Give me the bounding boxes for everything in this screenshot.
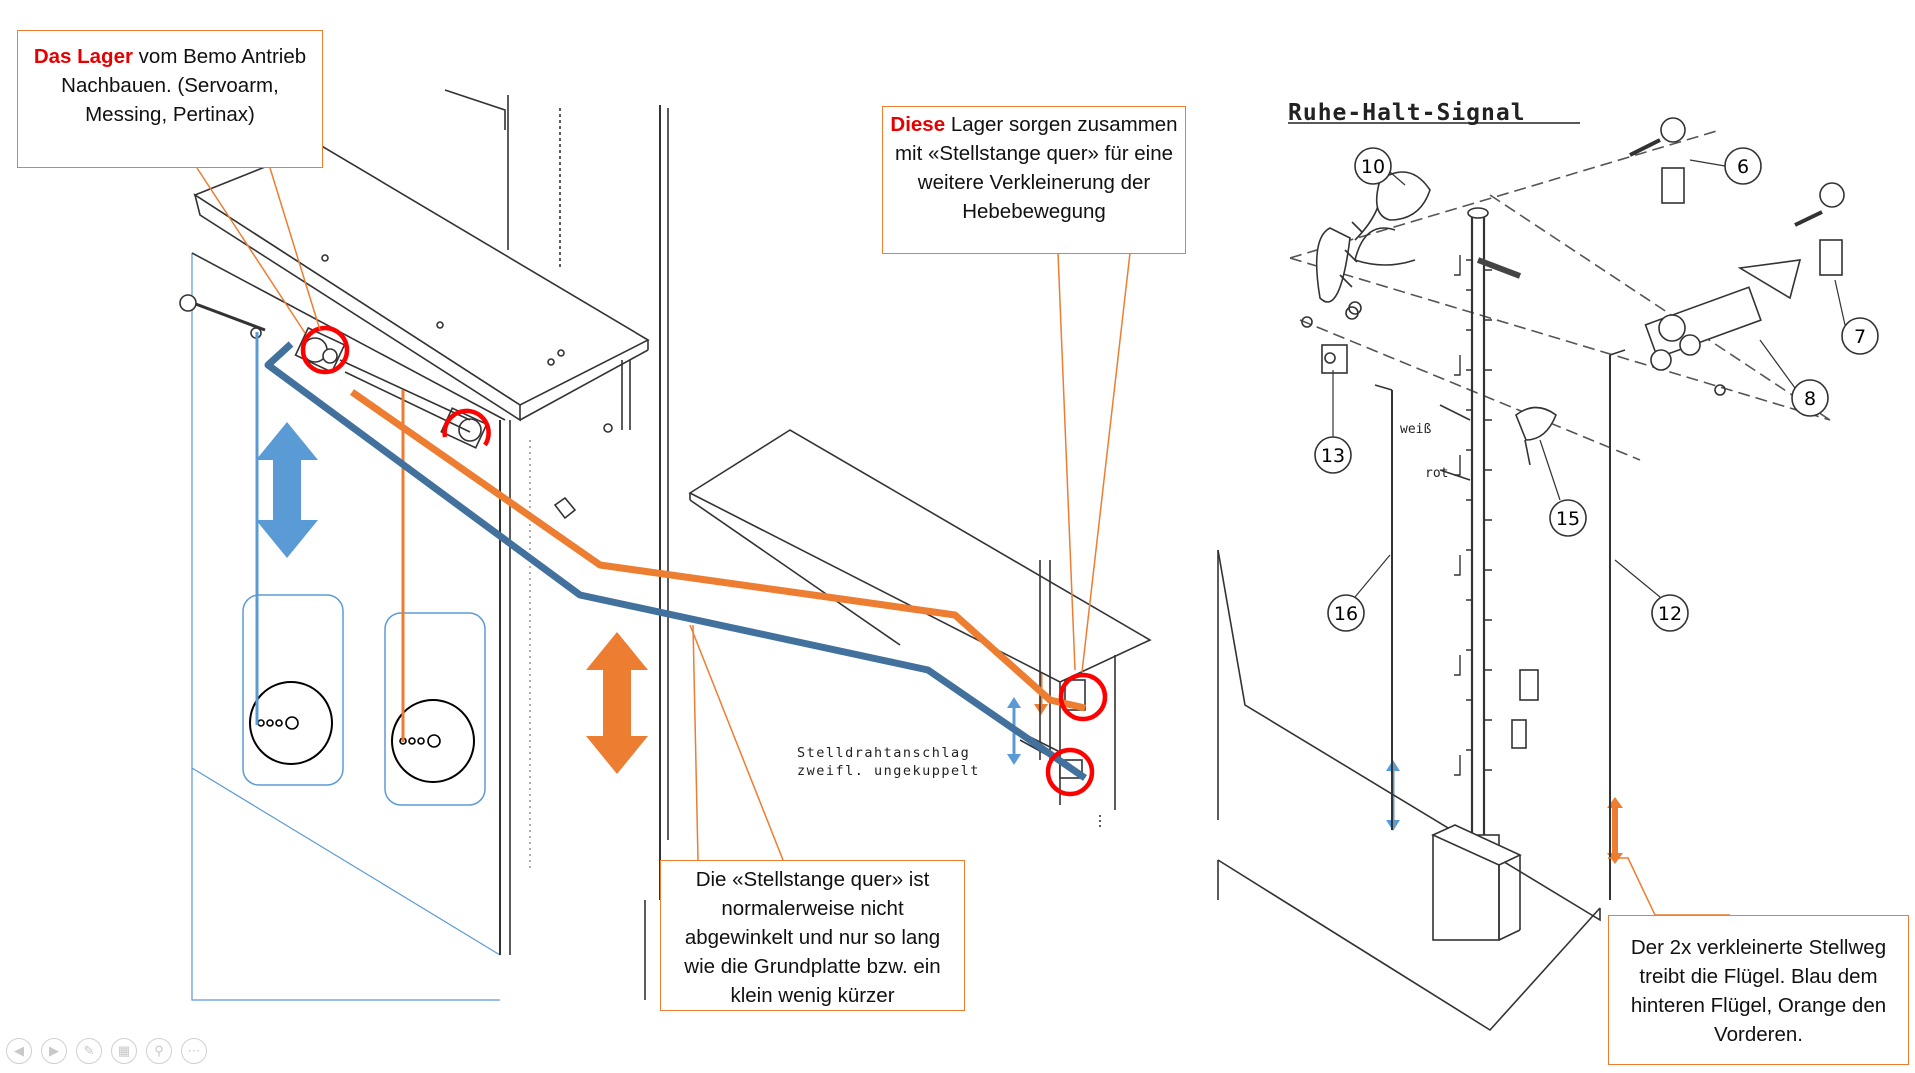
servo-outlines <box>242 594 486 806</box>
pen-icon[interactable]: ✎ <box>76 1038 102 1064</box>
movement-arrows <box>256 422 1623 864</box>
blue-double-arrow <box>256 422 318 558</box>
blue-rod <box>264 341 1087 781</box>
middle-drawing <box>688 429 1152 830</box>
zoom-icon[interactable]: ⚲ <box>146 1038 172 1064</box>
part-number-16: 16 <box>1334 603 1358 625</box>
callout-stellstange-text: Die «Stellstange quer» ist normalerweise… <box>684 868 941 1007</box>
next-icon[interactable]: ▶ <box>41 1038 67 1064</box>
callout-stellstange: Die «Stellstange quer» ist normalerweise… <box>660 860 965 1011</box>
part-number-12: 12 <box>1658 603 1682 625</box>
signal-title: Ruhe-Halt-Signal <box>1288 100 1526 126</box>
marker-bearing-1 <box>300 325 350 375</box>
servo-horn-left <box>249 681 333 765</box>
callout-stellweg: Der 2x verkleinerte Stellweg treibt die … <box>1608 915 1909 1065</box>
servo-horn-right <box>391 699 475 783</box>
part-number-6: 6 <box>1737 156 1749 178</box>
marker-bearing-4 <box>1045 747 1095 797</box>
callout-diese: Diese Lager sorgen zusammen mit «Stellst… <box>882 106 1186 254</box>
red-markers <box>300 325 1108 797</box>
part-number-10: 10 <box>1361 156 1385 178</box>
more-icon[interactable]: ⋯ <box>181 1038 207 1064</box>
part-number-7: 7 <box>1854 326 1866 348</box>
slides-icon[interactable]: ▦ <box>111 1038 137 1064</box>
slide-nav-bar: ◀ ▶ ✎ ▦ ⚲ ⋯ <box>6 1038 207 1064</box>
servo-right-outline <box>384 612 486 806</box>
callout-lager-text: vom Bemo Antrieb Nachbauen. (Servoarm, M… <box>61 45 307 126</box>
rot-label: rot <box>1425 466 1448 481</box>
stelldraht-label-1: Stelldrahtanschlag <box>797 745 970 761</box>
servo-left-outline <box>242 594 344 786</box>
part-numbers: 10 6 7 8 13 15 16 12 <box>1314 147 1879 632</box>
prev-icon[interactable]: ◀ <box>6 1038 32 1064</box>
stelldraht-label-2: zweifl. ungekuppelt <box>797 763 980 779</box>
callout-lager: Das Lager vom Bemo Antrieb Nachbauen. (S… <box>17 30 323 168</box>
callout-stellweg-text: Der 2x verkleinerte Stellweg treibt die … <box>1630 936 1887 1046</box>
part-number-15: 15 <box>1556 508 1580 530</box>
callout-diese-text: Lager sorgen zusammen mit «Stellstange q… <box>894 113 1178 223</box>
part-number-13: 13 <box>1321 445 1345 467</box>
right-drawing <box>1217 117 1845 1032</box>
part-number-8: 8 <box>1804 388 1816 410</box>
orange-double-arrow <box>586 632 648 774</box>
weiss-label: weiß <box>1400 422 1431 437</box>
marker-bearing-3 <box>1058 672 1108 722</box>
marker-bearing-2 <box>442 408 491 447</box>
callout-lager-highlight: Das Lager <box>33 45 133 68</box>
left-drawing <box>179 89 669 1001</box>
callout-diese-highlight: Diese <box>890 113 946 136</box>
